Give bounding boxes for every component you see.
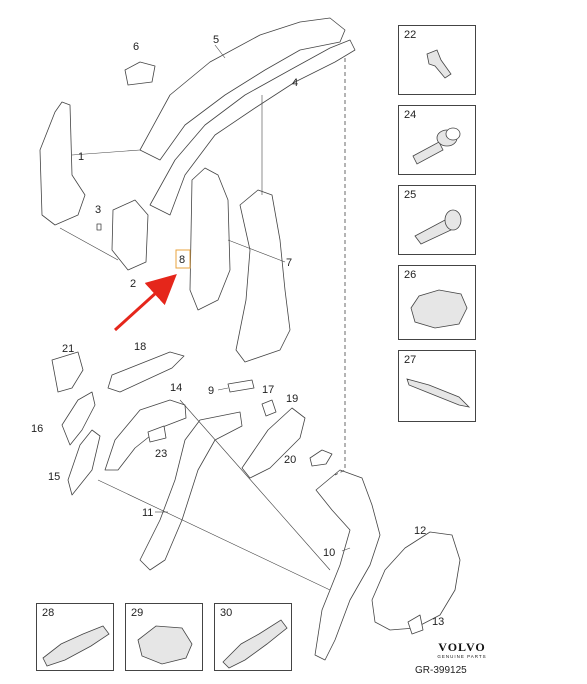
leader-line-lower xyxy=(97,479,331,591)
reference-box-22: 22 xyxy=(398,25,476,95)
reference-number: 30 xyxy=(220,607,233,619)
wheel-arch-inner xyxy=(104,399,187,471)
bracket-15 xyxy=(67,429,101,496)
reference-box-28: 28 xyxy=(36,603,114,671)
reference-number: 27 xyxy=(404,354,417,366)
reference-box-26: 26 xyxy=(398,265,476,340)
small-bracket-13 xyxy=(407,614,424,635)
sill-reinforcement xyxy=(107,351,185,393)
part-label-8: 8 xyxy=(179,254,185,266)
part-label-4: 4 xyxy=(292,77,298,89)
part-label-20: 20 xyxy=(284,454,296,466)
leader-line-1 xyxy=(71,149,141,156)
part-label-18: 18 xyxy=(134,341,146,353)
part-label-9: 9 xyxy=(208,385,214,397)
part-label-12: 12 xyxy=(414,525,426,537)
rear-pillar-bracket xyxy=(241,407,306,479)
leader-line-9 xyxy=(217,387,229,391)
highlight-arrow xyxy=(113,273,177,332)
clip-part xyxy=(96,223,102,231)
screw-icon xyxy=(414,209,462,245)
a-pillar-lower xyxy=(111,199,149,271)
part-label-7: 7 xyxy=(286,257,292,269)
part-label-15: 15 xyxy=(48,471,60,483)
reference-number: 26 xyxy=(404,269,417,281)
foam-block-icon xyxy=(137,625,193,665)
reference-box-30: 30 xyxy=(214,603,292,671)
reference-number: 29 xyxy=(131,607,144,619)
bracket-16 xyxy=(61,391,96,446)
part-label-23: 23 xyxy=(155,448,167,460)
b-pillar-inner xyxy=(189,167,231,311)
reference-box-29: 29 xyxy=(125,603,203,671)
reference-box-27: 27 xyxy=(398,350,476,422)
part-label-13: 13 xyxy=(432,616,444,628)
reinforcement-bracket-icon xyxy=(42,625,110,667)
c-pillar-inner xyxy=(139,411,243,571)
part-label-3: 3 xyxy=(95,204,101,216)
part-label-19: 19 xyxy=(286,393,298,405)
part-label-2: 2 xyxy=(130,278,136,290)
small-plate xyxy=(227,379,255,393)
brand-logo: VOLVO GENUINE PARTS xyxy=(432,640,492,659)
reference-number: 24 xyxy=(404,109,417,121)
reference-number: 22 xyxy=(404,29,417,41)
highlight-box-8 xyxy=(175,249,191,269)
small-clip-20 xyxy=(309,449,333,467)
reference-number: 28 xyxy=(42,607,55,619)
leader-line-2 xyxy=(59,227,119,261)
part-label-17: 17 xyxy=(262,384,274,396)
rear-wheel-housing xyxy=(371,531,461,631)
clip-icon xyxy=(426,49,452,79)
part-label-10: 10 xyxy=(323,547,335,559)
leader-line-10 xyxy=(341,547,351,552)
member-bracket-icon xyxy=(222,619,288,669)
small-bracket-23 xyxy=(147,425,167,443)
strip-icon xyxy=(406,378,471,408)
part-label-5: 5 xyxy=(213,34,219,46)
dashed-outline-rear xyxy=(334,58,346,476)
roof-rail-outer xyxy=(139,17,346,161)
part-label-14: 14 xyxy=(170,382,182,394)
insulation-pad-icon xyxy=(410,289,468,329)
sill-bracket xyxy=(51,351,84,393)
leader-line-5 xyxy=(214,44,226,59)
d-pillar xyxy=(314,469,381,661)
roof-rail-inner xyxy=(149,39,356,216)
b-pillar-outer xyxy=(235,189,291,363)
leader-line-upper xyxy=(179,399,331,571)
roof-bracket xyxy=(124,61,156,86)
reference-number: 25 xyxy=(404,189,417,201)
a-pillar-inner xyxy=(39,101,86,226)
part-label-1: 1 xyxy=(78,151,84,163)
flange-bolt-icon xyxy=(412,127,461,165)
part-label-16: 16 xyxy=(31,423,43,435)
brand-logo-text: VOLVO xyxy=(438,640,486,654)
reference-box-24: 24 xyxy=(398,105,476,175)
part-label-21: 21 xyxy=(62,343,74,355)
diagram-code: GR-399125 xyxy=(415,665,467,676)
part-label-11: 11 xyxy=(142,507,153,519)
part-label-6: 6 xyxy=(133,41,139,53)
brand-subtitle: GENUINE PARTS xyxy=(437,654,487,659)
leader-line-7 xyxy=(227,239,286,263)
reference-box-25: 25 xyxy=(398,185,476,255)
small-bracket-17 xyxy=(261,399,277,417)
